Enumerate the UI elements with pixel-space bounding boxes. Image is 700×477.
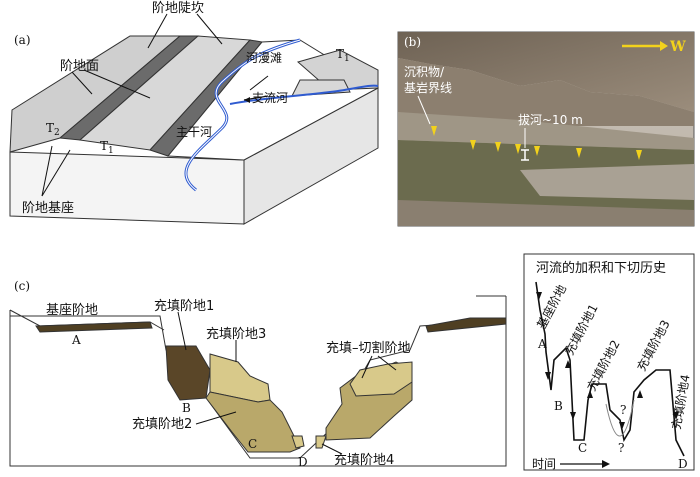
fill-terrace-4-right — [315, 435, 327, 449]
label-fill-terrace-3: 充填阶地3 — [206, 326, 266, 342]
history-arrows — [536, 292, 679, 430]
panel-c: (c) 基座阶地 充填阶地1 充填阶地3 充填–切割阶地 充填阶地2 充填阶地4… — [9, 279, 507, 469]
panel-c-tag: (c) — [14, 279, 30, 293]
label-floodplain: 河漫滩 — [246, 51, 282, 65]
label-boundary-line1: 沉积物/ — [404, 65, 445, 79]
label-t1-right: T1 — [336, 47, 350, 64]
history-uncertain-path — [605, 399, 635, 437]
label-fill-terrace-4: 充填阶地4 — [334, 452, 394, 468]
label-fill-cut-terrace: 充填–切割阶地 — [326, 340, 411, 356]
label-terrace-base: 阶地基座 — [22, 201, 74, 216]
history-question-1: ? — [620, 403, 626, 417]
history-panel: 河流的加积和下切历史 时间 基座阶地 充填阶地1 充填阶地2 充填阶地3 充填阶… — [523, 253, 695, 471]
label-height: 拔河~10 m — [518, 112, 583, 127]
history-question-2: ? — [618, 441, 624, 455]
history-a: A — [537, 337, 547, 351]
fill-terrace-2 — [205, 391, 301, 453]
boundary-markers — [431, 126, 642, 160]
history-c: C — [578, 441, 587, 455]
photo-slope — [398, 58, 694, 126]
history-frame — [523, 253, 695, 471]
label-mainstream: 主干河 — [176, 125, 212, 139]
label-a: A — [71, 333, 81, 347]
main-river-highlight — [185, 39, 301, 191]
history-curve — [535, 281, 685, 457]
label-fill-terrace-1: 充填阶地1 — [154, 298, 214, 314]
panel-a: (a) 阶地陡坎 阶地面 河漫滩 支流河 主干河 阶地基座 T2 T1 T1 — [9, 1, 380, 225]
label-c: C — [248, 437, 257, 451]
label-tributary: 支流河 — [252, 91, 288, 105]
svg-text:W: W — [669, 39, 686, 55]
history-b: B — [554, 399, 563, 413]
fill-terrace-4-left — [291, 435, 305, 449]
photo-mountains — [398, 32, 694, 112]
tributary-river — [229, 84, 379, 105]
label-b: B — [182, 401, 191, 415]
label-d: D — [298, 455, 308, 469]
panel-a-tag: (a) — [14, 33, 31, 47]
label-terrace-scarp: 阶地陡坎 — [152, 1, 204, 16]
label-fill-terrace-2: 充填阶地2 — [132, 416, 192, 432]
photo-foreground — [398, 200, 694, 226]
strath-terrace-left — [35, 321, 153, 333]
label-t2: T2 — [46, 121, 60, 138]
height-marker — [521, 128, 529, 161]
history-time-label: 时间 — [532, 457, 556, 471]
history-title: 河流的加积和下切历史 — [536, 260, 666, 276]
history-d: D — [678, 457, 688, 471]
label-t1: T1 — [100, 139, 114, 156]
north-arrow: W — [622, 39, 686, 55]
label-terrace-surface: 阶地面 — [60, 59, 99, 74]
label-boundary-line2: 基岩界线 — [404, 80, 452, 95]
panel-b-tag: (b) — [404, 35, 421, 49]
label-strath-terrace: 基座阶地 — [46, 303, 98, 318]
panel-b: W (b) 沉积物/ 基岩界线 拔河~10 m — [397, 31, 695, 227]
photo-settlement — [520, 164, 694, 200]
